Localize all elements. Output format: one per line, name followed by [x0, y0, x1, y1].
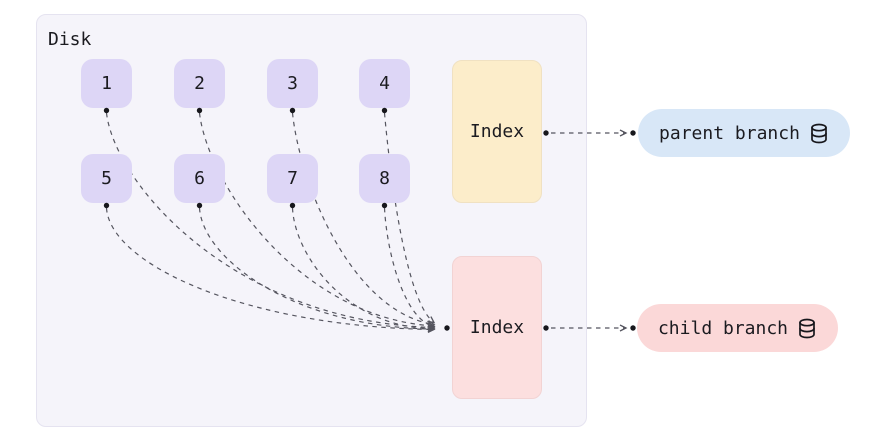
disk-page-7: 7: [267, 154, 318, 203]
parent-branch-label: parent branch: [659, 122, 800, 144]
parent-index-label: Index: [469, 121, 525, 142]
child-branch-pill: child branch: [637, 304, 838, 352]
disk-page-1: 1: [81, 59, 132, 108]
child-index-box: Index: [452, 256, 542, 399]
disk-page-6: 6: [174, 154, 225, 203]
disk-page-2: 2: [174, 59, 225, 108]
database-icon: [799, 318, 815, 338]
disk-label: Disk: [48, 29, 92, 50]
disk-page-8: 8: [359, 154, 410, 203]
parent-index-box: Index: [452, 60, 542, 203]
disk-page-5: 5: [81, 154, 132, 203]
anchor-dot-child-branch: [630, 325, 636, 331]
parent-branch-pill: parent branch: [638, 109, 850, 157]
child-index-label: Index: [469, 317, 525, 338]
child-branch-label: child branch: [657, 317, 789, 339]
disk-page-4: 4: [359, 59, 410, 108]
database-icon: [811, 123, 827, 143]
anchor-dot-parent-branch: [630, 130, 636, 136]
disk-page-3: 3: [267, 59, 318, 108]
